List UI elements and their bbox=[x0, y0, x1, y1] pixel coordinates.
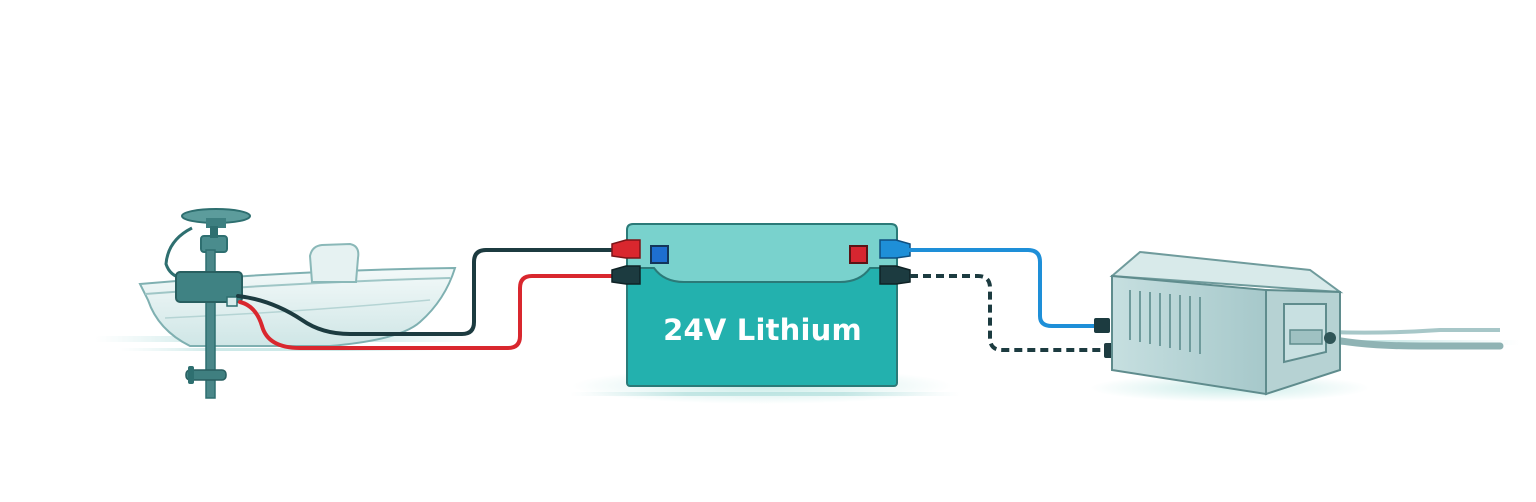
left-terminal-clips bbox=[611, 239, 641, 285]
trolling-motor bbox=[164, 208, 251, 399]
negative-wire-charger bbox=[910, 274, 1106, 352]
motor-to-battery-wires bbox=[236, 248, 614, 350]
battery bbox=[572, 223, 952, 404]
motor-mount bbox=[175, 271, 243, 303]
battery-label: 24V Lithium bbox=[663, 313, 862, 347]
charger bbox=[1090, 250, 1504, 402]
battery-lid bbox=[626, 223, 898, 283]
positive-wire-motor bbox=[238, 274, 614, 350]
positive-wire-charger bbox=[908, 248, 1100, 328]
boat-seat bbox=[308, 242, 360, 283]
charger-vents bbox=[1129, 290, 1201, 354]
right-terminal-clips bbox=[879, 239, 911, 285]
motor-shaft bbox=[205, 249, 216, 399]
battery-indicator-right bbox=[849, 245, 868, 264]
negative-wire-motor bbox=[236, 248, 614, 336]
battery-indicator-left bbox=[650, 245, 669, 264]
